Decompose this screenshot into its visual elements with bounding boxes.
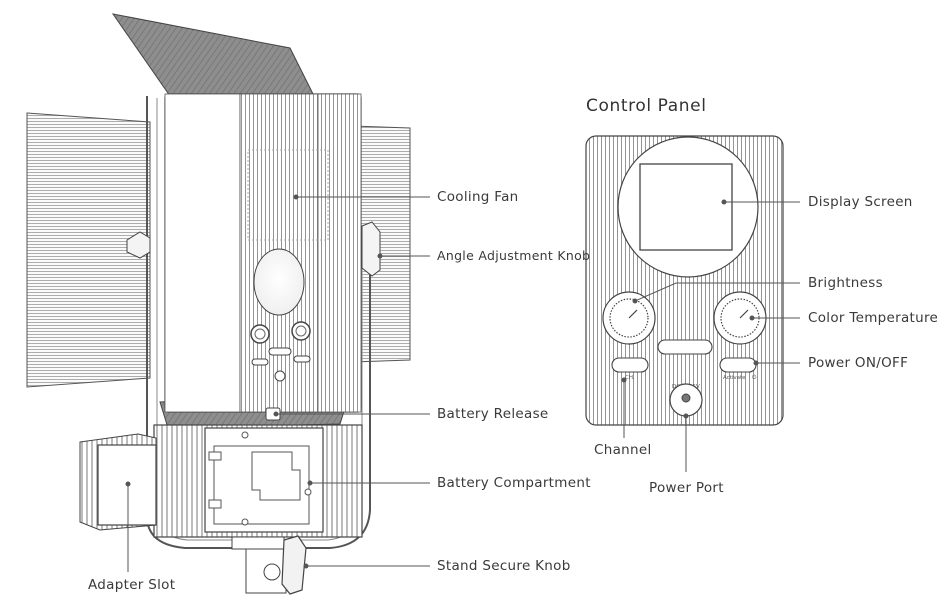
back-display-circle — [253, 248, 305, 316]
label-adapter-slot: Adapter Slot — [88, 577, 176, 593]
channel-mark: CH. — [625, 375, 635, 381]
cooling-fan-grill — [247, 149, 329, 241]
label-battery-release: Battery Release — [437, 406, 549, 422]
stand-mount — [231, 536, 285, 550]
yoke-bracket — [146, 96, 371, 549]
label-stand-secure-knob: Stand Secure Knob — [437, 558, 571, 574]
display-screen — [639, 163, 733, 251]
angle-knob-left — [126, 231, 151, 259]
stand-secure-knob — [281, 535, 307, 595]
leader-lines — [125, 194, 800, 572]
label-battery-compartment: Battery Compartment — [437, 475, 591, 491]
label-power-port: Power Port — [649, 480, 724, 496]
back-knob-left — [250, 324, 270, 344]
label-brightness: Brightness — [808, 275, 883, 291]
power-button — [719, 357, 757, 373]
label-cooling-fan: Cooling Fan — [437, 189, 519, 205]
control-panel-title: Control Panel — [586, 96, 707, 116]
channel-button — [611, 357, 649, 373]
activate-mark: Activate — [723, 375, 746, 381]
angle-knob-right — [361, 221, 381, 277]
label-power-on-off: Power ON/OFF — [808, 355, 909, 371]
back-knob-right — [291, 321, 311, 341]
power-icon: ⏻ — [752, 374, 757, 381]
light-body — [26, 13, 411, 595]
control-panel-illustration: CH. Activate ⏻ DC12-15V — [585, 135, 784, 426]
top-barn-door — [111, 13, 319, 105]
label-channel: Channel — [594, 442, 652, 458]
label-display-screen: Display Screen — [808, 194, 913, 210]
label-color-temperature: Color Temperature — [808, 310, 939, 326]
label-angle-adjustment-knob: Angle Adjustment Knob — [437, 248, 591, 263]
left-barn-door — [26, 112, 151, 388]
